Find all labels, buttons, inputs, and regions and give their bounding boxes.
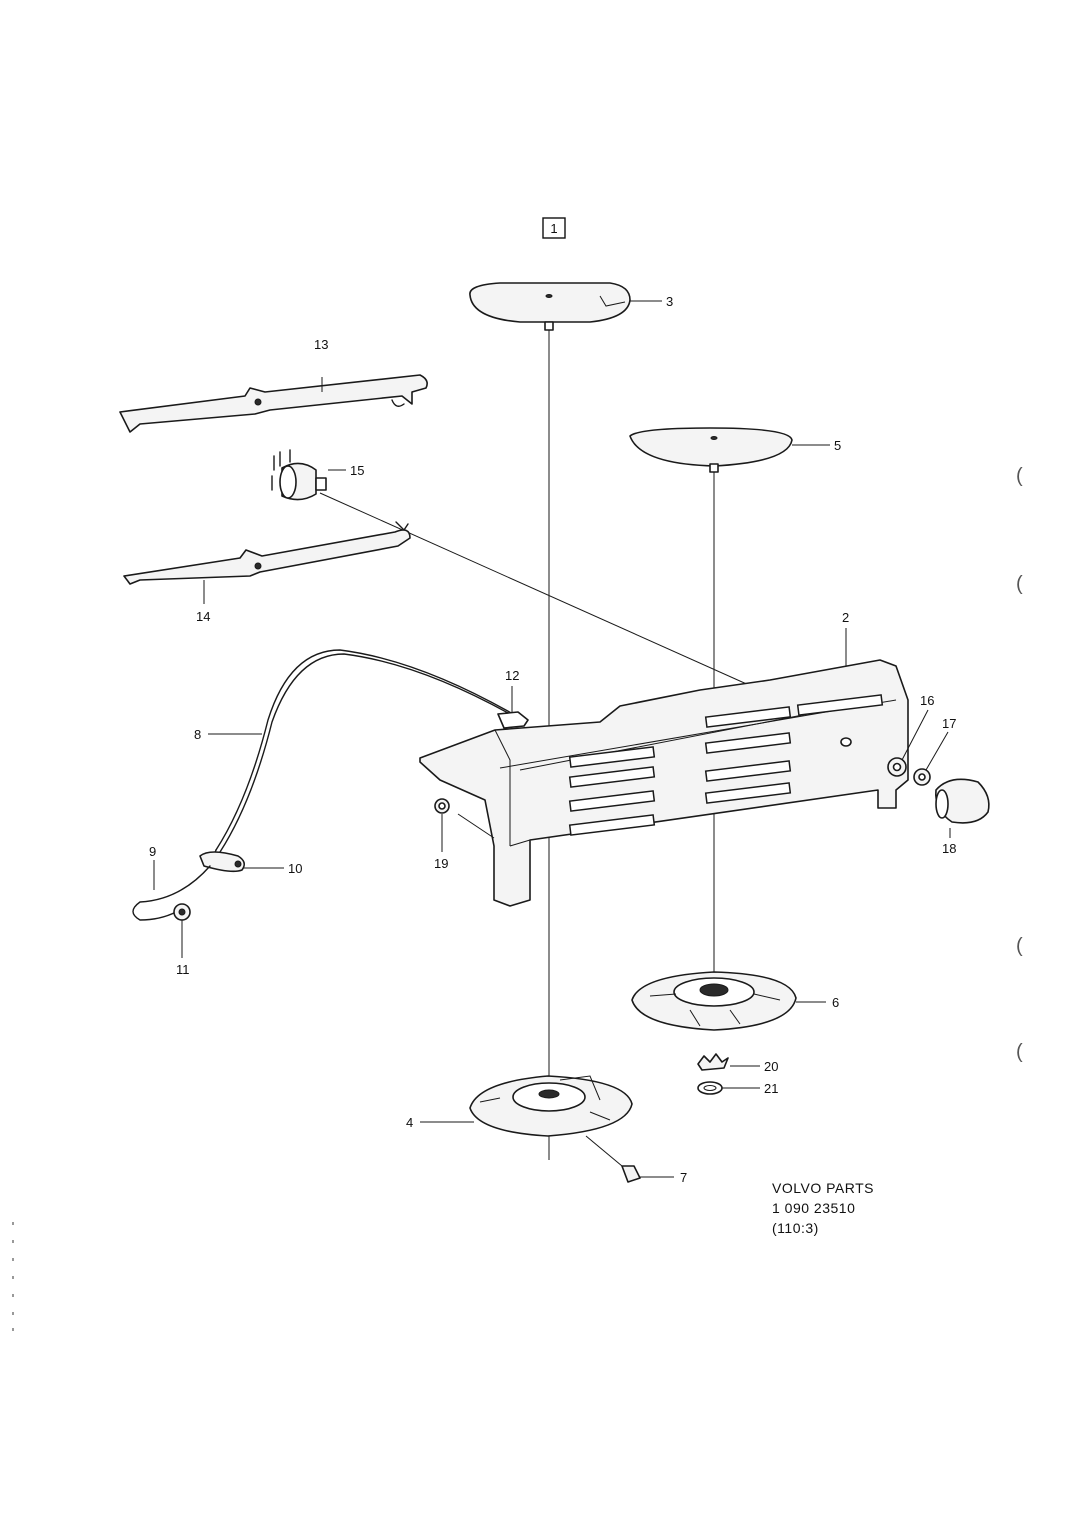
part-11-plug (173, 903, 191, 921)
part-10-bracket (199, 851, 246, 873)
part-3-upper-disc (469, 282, 631, 331)
leader-lines (153, 300, 951, 1178)
part-19-ring (434, 798, 450, 814)
callout-10: 10 (288, 861, 302, 876)
callout-8: 8 (194, 727, 201, 742)
callout-12: 12 (505, 668, 519, 683)
footer-line-1: VOLVO PARTS (772, 1180, 874, 1196)
callout-13: 13 (314, 337, 328, 352)
part-9-wire (132, 865, 211, 921)
part-6-disc (631, 971, 797, 1031)
margin-mark-3: ( (1016, 935, 1023, 957)
callout-5: 5 (834, 438, 841, 453)
group-box-label: 1 (550, 221, 557, 236)
part-2-panel (419, 659, 909, 907)
callout-20: 20 (764, 1059, 778, 1074)
callout-6: 6 (832, 995, 839, 1010)
callout-19: 19 (434, 856, 448, 871)
part-5-disc (629, 427, 793, 473)
binding-dots (12, 1222, 14, 1331)
part-18-knob (935, 778, 990, 824)
margin-mark-2: ( (1016, 573, 1023, 595)
part-13-lever (119, 374, 428, 433)
callout-17: 17 (942, 716, 956, 731)
part-20-lock-washer (697, 1053, 729, 1071)
callout-15: 15 (350, 463, 364, 478)
part-15-switch (271, 449, 327, 501)
callout-labels: 2 3 4 5 6 7 8 9 10 11 12 13 14 15 16 17 … (149, 294, 956, 1185)
callout-9: 9 (149, 844, 156, 859)
callout-3: 3 (666, 294, 673, 309)
callout-11: 11 (176, 962, 190, 977)
margin-mark-4: ( (1016, 1041, 1023, 1063)
footer-line-3: (110:3) (772, 1220, 819, 1236)
callout-4: 4 (406, 1115, 413, 1130)
part-4-base-disc (469, 1075, 633, 1137)
part-17-nut (913, 768, 931, 786)
part-16-washer (887, 757, 907, 777)
part-12-clip (497, 711, 529, 729)
margin-mark-1: ( (1016, 465, 1023, 487)
part-21-ring (697, 1081, 723, 1095)
callout-16: 16 (920, 693, 934, 708)
part-7-screw (585, 1135, 641, 1183)
footer-reference: VOLVO PARTS 1 090 23510 (110:3) (772, 1180, 874, 1236)
callout-7: 7 (680, 1170, 687, 1185)
part-14-lever (123, 521, 411, 585)
footer-line-2: 1 090 23510 (772, 1200, 855, 1216)
callout-14: 14 (196, 609, 210, 624)
callout-18: 18 (942, 841, 956, 856)
callout-2: 2 (842, 610, 849, 625)
margin-marks: ( ( ( ( (1016, 465, 1023, 1063)
callout-21: 21 (764, 1081, 778, 1096)
group-box: 1 (542, 217, 566, 239)
